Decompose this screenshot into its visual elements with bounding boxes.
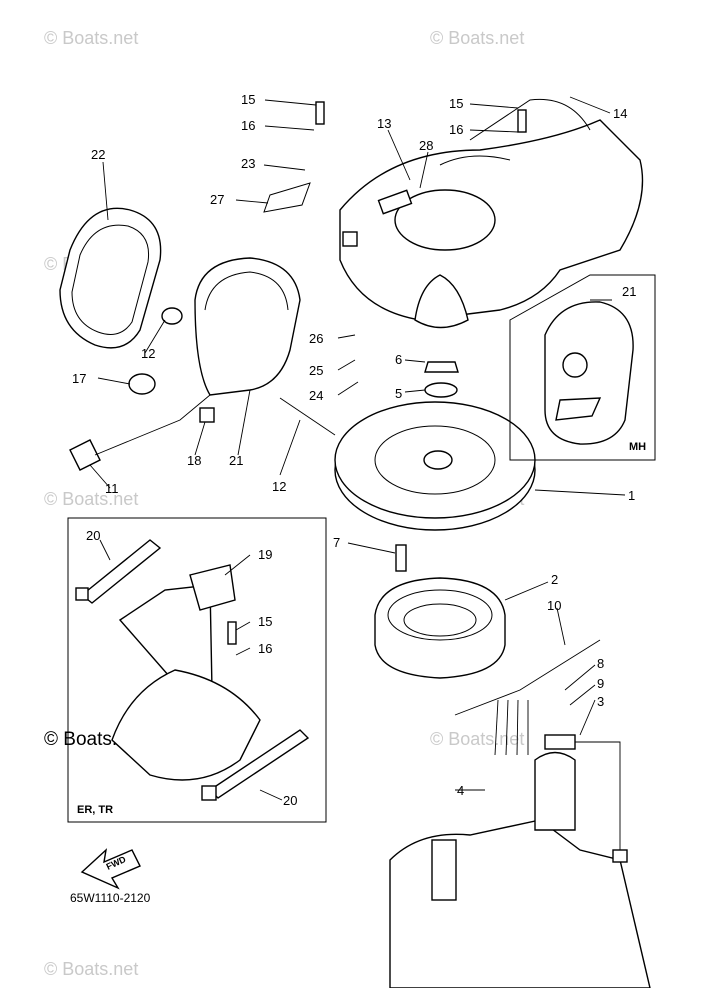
watermark: © Boats.net [430, 729, 524, 749]
wiring-part [454, 639, 628, 863]
callout-4: 4 [457, 783, 464, 798]
callout-7: 7 [333, 535, 340, 550]
callout-19: 19 [258, 547, 272, 562]
leader-lines [89, 96, 626, 801]
flywheel-part [334, 401, 536, 531]
callout-12: 12 [141, 346, 155, 361]
callout-15: 15 [241, 92, 255, 107]
callout-25: 25 [309, 363, 323, 378]
callout-20: 20 [283, 793, 297, 808]
callout-21: 21 [622, 284, 636, 299]
watermark: © Boats.net [430, 28, 524, 48]
callout-23: 23 [241, 156, 255, 171]
silencer-part [194, 257, 301, 396]
callout-16: 16 [241, 118, 255, 133]
callout-16: 16 [258, 641, 272, 656]
callout-22: 22 [91, 147, 105, 162]
flywheel-cover-part [339, 98, 644, 321]
callout-17: 17 [72, 371, 86, 386]
callout-14: 14 [613, 106, 627, 121]
part-code: 65W1110-2120 [70, 891, 151, 905]
seal-ring-part [59, 207, 162, 349]
callout-1: 1 [628, 488, 635, 503]
fwd-arrow: FWD [80, 848, 141, 890]
powerhead-part [389, 751, 651, 988]
inset-label-er-tr: ER, TR [77, 804, 113, 816]
callout-21: 21 [229, 453, 243, 468]
small-parts [69, 182, 336, 471]
callout-8: 8 [597, 656, 604, 671]
callout-15: 15 [449, 96, 463, 111]
callout-26: 26 [309, 331, 323, 346]
watermark: © Boats.net [44, 489, 138, 509]
callouts: 1 2 3 4 5 6 7 8 9 10 11 12 12 13 14 15 1… [72, 92, 636, 808]
callout-15: 15 [258, 614, 272, 629]
callout-3: 3 [597, 694, 604, 709]
callout-27: 27 [210, 192, 224, 207]
er-tr-inset: ER, TR [67, 517, 327, 823]
callout-20: 20 [86, 528, 100, 543]
watermark: © Boats.net [44, 959, 138, 979]
callout-6: 6 [395, 352, 402, 367]
callout-18: 18 [187, 453, 201, 468]
callout-12: 12 [272, 479, 286, 494]
starter-cone-part [414, 274, 469, 329]
callout-13: 13 [377, 116, 391, 131]
callout-10: 10 [547, 598, 561, 613]
callout-28: 28 [419, 138, 433, 153]
callout-2: 2 [551, 572, 558, 587]
callout-11: 11 [105, 481, 119, 496]
hardware-part [227, 101, 527, 645]
watermark: © Boats.net [44, 28, 138, 48]
inset-label-mh: MH [629, 441, 646, 453]
callout-5: 5 [395, 386, 402, 401]
mh-inset: MH [509, 274, 656, 461]
callout-9: 9 [597, 676, 604, 691]
stator-part [374, 577, 506, 679]
callout-16: 16 [449, 122, 463, 137]
callout-24: 24 [309, 388, 323, 403]
